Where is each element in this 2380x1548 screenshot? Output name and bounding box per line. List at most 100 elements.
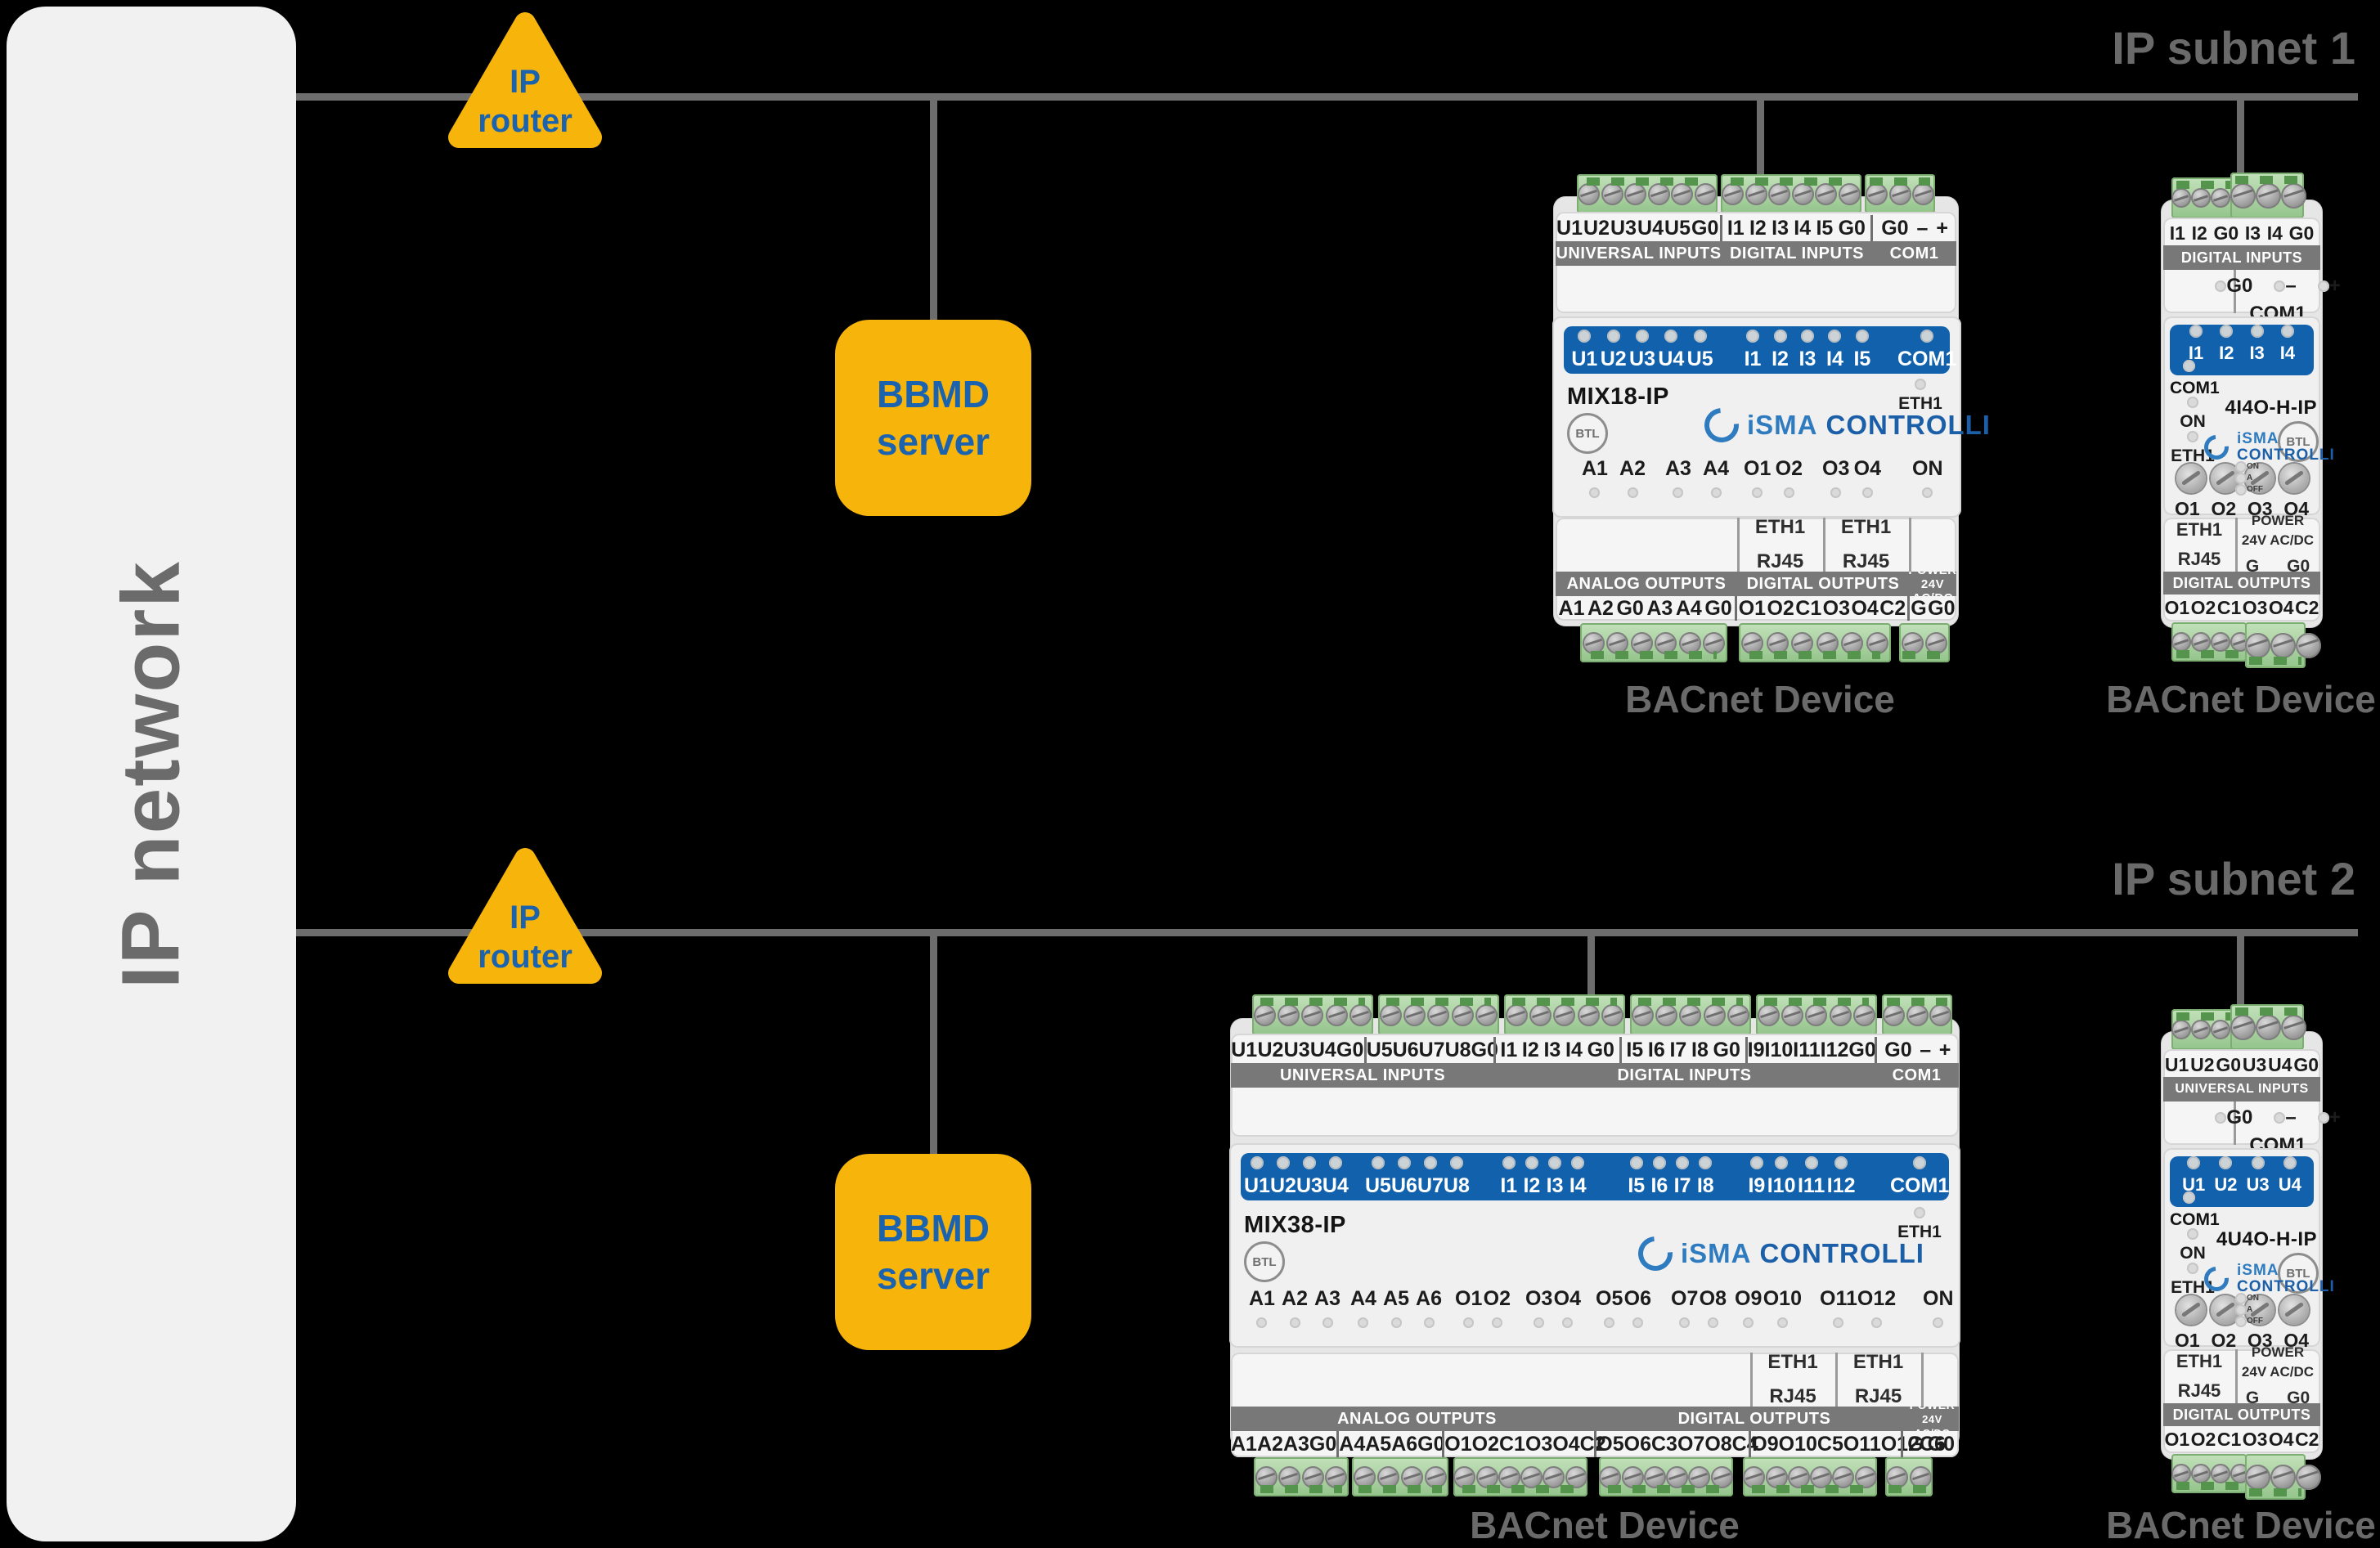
terminal-screw bbox=[1278, 1465, 1301, 1488]
label-item: I3 bbox=[1543, 1038, 1561, 1061]
label-item: C2 bbox=[1579, 1432, 1606, 1456]
eth1-led: ETH1 bbox=[1891, 379, 1950, 414]
label-item: U2 bbox=[1601, 329, 1627, 371]
label-item: O1 bbox=[2164, 596, 2190, 618]
terminal-screw bbox=[1553, 1003, 1576, 1026]
led-dot bbox=[1371, 1155, 1385, 1169]
terminal-block bbox=[2245, 622, 2321, 668]
terminal-screw bbox=[1325, 1465, 1348, 1488]
drop-bbmd2 bbox=[930, 932, 937, 1161]
led-dot bbox=[1256, 1317, 1268, 1328]
label-item: A1 bbox=[1249, 1287, 1275, 1328]
label-item: G0 bbox=[2293, 1053, 2319, 1075]
terminal-screw bbox=[1815, 182, 1838, 205]
label-item: U1 bbox=[1571, 329, 1597, 371]
terminal-screw bbox=[1606, 631, 1629, 654]
subnet1-line bbox=[296, 93, 2358, 101]
output-band: DIGITAL OUTPUTS bbox=[2163, 1403, 2320, 1426]
com1-label: COM1 bbox=[2170, 379, 2220, 397]
terminal-screw bbox=[1791, 631, 1814, 654]
label-item: G0 bbox=[1928, 596, 1956, 620]
terminal-screw bbox=[1349, 1003, 1372, 1026]
terminal-screw bbox=[1703, 631, 1726, 654]
label-item: I4 bbox=[1569, 1155, 1587, 1198]
terminal-screw bbox=[2191, 188, 2211, 208]
terminal-block bbox=[1254, 1457, 1349, 1496]
label-item: G0 bbox=[1838, 216, 1866, 240]
terminal-screw bbox=[2191, 1464, 2211, 1483]
label-item: C2 bbox=[2295, 1428, 2319, 1450]
terminal-block bbox=[2245, 1454, 2321, 1500]
label-item: O2 bbox=[1776, 457, 1803, 498]
label-item: C1 bbox=[1498, 1432, 1525, 1456]
led-dot bbox=[2215, 1112, 2227, 1124]
led-dot bbox=[1834, 1155, 1848, 1169]
terminal-screw bbox=[1403, 1003, 1426, 1026]
device-name: MIX38-IP bbox=[1244, 1212, 1346, 1238]
label-item: U8 bbox=[1444, 1155, 1470, 1198]
terminal-screw bbox=[1301, 1003, 1324, 1026]
terminal-screw bbox=[1475, 1003, 1498, 1026]
output-band: ANALOG OUTPUTS DIGITAL OUTPUTS POWER 24V… bbox=[1556, 572, 1956, 596]
label-item: C6 bbox=[1920, 1432, 1946, 1456]
terminal-screw bbox=[1745, 182, 1767, 205]
label-item: I5 bbox=[1626, 1038, 1644, 1061]
terminal-block bbox=[1252, 994, 1373, 1035]
subnet2-line bbox=[296, 929, 2358, 936]
terminal-screw bbox=[1791, 182, 1814, 205]
label-item: O1 bbox=[1455, 1287, 1482, 1328]
com1-label: COM1 bbox=[2170, 1210, 2220, 1229]
led-dot bbox=[1606, 329, 1620, 343]
label-item: U3 bbox=[1296, 1155, 1322, 1198]
label-item: A3 bbox=[1314, 1287, 1340, 1328]
terminal-block bbox=[1721, 174, 1861, 213]
label-item: U2 bbox=[2190, 1053, 2215, 1075]
label-item: O1 bbox=[1744, 457, 1771, 498]
eth1-led: ETH1 bbox=[2170, 1263, 2216, 1298]
label-item: U5 bbox=[1687, 329, 1713, 371]
label-item: I1 bbox=[1500, 1155, 1517, 1198]
terminal-screw bbox=[2245, 1464, 2270, 1490]
com1-led-dot bbox=[2183, 360, 2195, 372]
label-item: I3 bbox=[1547, 1155, 1564, 1198]
terminal-screw bbox=[1655, 631, 1677, 654]
label-item: U1 bbox=[1556, 216, 1583, 240]
label-item: I3 bbox=[1799, 329, 1816, 371]
label-item: C1 bbox=[2216, 1428, 2242, 1450]
terminal-screw bbox=[2211, 1464, 2230, 1483]
led-dot bbox=[1776, 1317, 1788, 1328]
device-name: MIX18-IP bbox=[1567, 384, 1669, 410]
drop-uo4 bbox=[2237, 932, 2244, 1022]
com1-cell: G0–+ COM1 bbox=[2215, 1106, 2341, 1157]
label-item: O12 bbox=[1880, 1432, 1920, 1456]
terminal-screw bbox=[1787, 1465, 1810, 1488]
label-item: G0 bbox=[2213, 222, 2239, 244]
com1-led-dot bbox=[2183, 1191, 2195, 1204]
label-item: G0 bbox=[1336, 1038, 1364, 1061]
label-item: ON bbox=[2235, 1293, 2259, 1304]
led-dot bbox=[1915, 379, 1926, 390]
label-item: U2 bbox=[1270, 1155, 1296, 1198]
label-item: C2 bbox=[1879, 596, 1906, 620]
label-item: I7 bbox=[1669, 1038, 1687, 1061]
terminal-screw bbox=[1475, 1465, 1498, 1488]
label-item: ON bbox=[1923, 1287, 1954, 1328]
label-item: O3 bbox=[1525, 1287, 1552, 1328]
label-item: U4 bbox=[2268, 1053, 2292, 1075]
terminal-screw bbox=[1694, 182, 1717, 205]
terminal-screw bbox=[2281, 182, 2306, 209]
bacnet-caption-uo4: BACnet Device bbox=[2106, 1504, 2376, 1546]
terminal-screw bbox=[1630, 631, 1653, 654]
label-item: O2 bbox=[1767, 596, 1794, 620]
led-dot bbox=[1746, 329, 1760, 343]
led-dot bbox=[1710, 487, 1722, 498]
label-item: A3 bbox=[1646, 596, 1673, 620]
